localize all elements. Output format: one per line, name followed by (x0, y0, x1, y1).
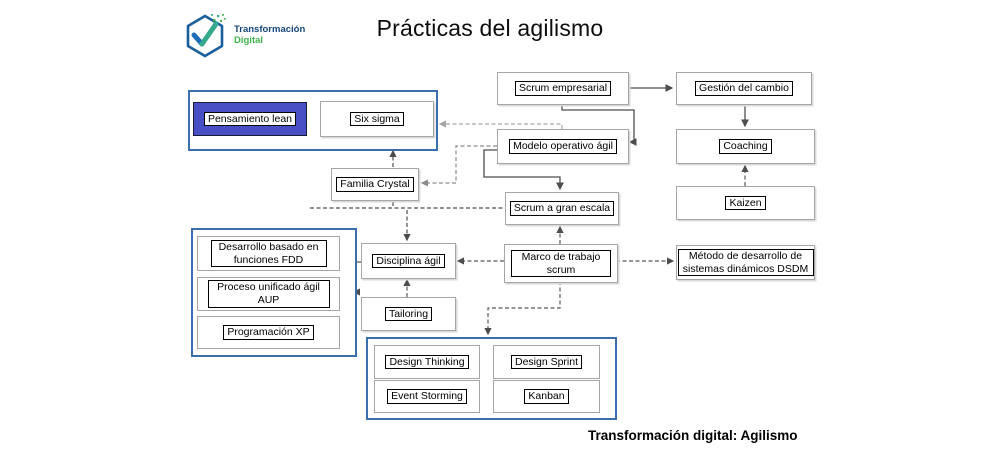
node-label: Proceso unificado ágil AUP (207, 280, 330, 308)
node-label: Tailoring (384, 306, 433, 322)
node-label: Scrum a gran escala (509, 201, 615, 216)
connector-modelo-leangroup (438, 120, 563, 129)
node-gestion-del-cambio: Gestión del cambio (676, 72, 812, 105)
logo-confetti-dots (211, 14, 226, 25)
connector-scrumempresarial-modelo (561, 103, 637, 146)
node-programacion-xp: Programación XP (197, 316, 340, 349)
node-label: Marco de trabajo scrum (511, 249, 611, 278)
node-design-sprint: Design Sprint (493, 345, 600, 379)
node-label: Design Thinking (385, 354, 469, 370)
node-modelo-operativo-agil: Modelo operativo ágil (497, 129, 629, 164)
node-scrum-a-gran-escala: Scrum a gran escala (505, 192, 619, 225)
node-fdd: Desarrollo basado en funciones FDD (197, 236, 340, 271)
node-disciplina-agil: Disciplina ágil (361, 243, 456, 279)
node-label: Design Sprint (510, 354, 583, 370)
node-label: Gestión del cambio (695, 81, 793, 96)
node-label: Familia Crystal (336, 177, 414, 192)
logo-line2: Digital (234, 35, 264, 46)
node-label: Pensamiento lean (203, 111, 297, 127)
node-kanban: Kanban (493, 380, 600, 413)
node-event-storming: Event Storming (374, 380, 480, 413)
node-design-thinking: Design Thinking (374, 345, 480, 379)
node-aup: Proceso unificado ágil AUP (197, 277, 340, 311)
node-familia-crystal: Familia Crystal (331, 168, 419, 201)
node-label: Kaizen (725, 195, 766, 211)
connector-modelo-scrumgranescala (483, 149, 564, 191)
node-label: Desarrollo basado en funciones FDD (210, 239, 327, 268)
node-label: Modelo operativo ágil (509, 139, 617, 154)
node-label: Coaching (719, 139, 772, 154)
node-label: Disciplina ágil (372, 253, 445, 269)
node-label: Event Storming (387, 389, 467, 404)
footer-caption: Transformación digital: Agilismo (588, 428, 798, 443)
node-kaizen: Kaizen (676, 186, 815, 220)
node-label: Six sigma (350, 111, 404, 127)
node-coaching: Coaching (676, 129, 815, 164)
page-title: Prácticas del agilismo (376, 15, 604, 41)
connector-marco-designgroup (484, 281, 561, 336)
node-label: Scrum empresarial (514, 81, 612, 96)
logo-line1: Transformación (234, 24, 306, 35)
node-scrum-empresarial: Scrum empresarial (497, 72, 629, 105)
node-pensamiento-lean: Pensamiento lean (193, 102, 307, 136)
node-marco-de-trabajo-scrum: Marco de trabajo scrum (504, 244, 618, 283)
node-label: Programación XP (223, 325, 314, 340)
node-label: Método de desarrollo de sistemas dinámic… (677, 248, 814, 277)
node-tailoring: Tailoring (361, 297, 456, 331)
connector-modelo-familiacrystal (420, 145, 497, 187)
transformacion-digital-logo: Transformación Digital (183, 11, 305, 59)
logo-text: Transformación Digital (234, 24, 305, 46)
node-six-sigma: Six sigma (320, 101, 434, 137)
node-label: Kanban (524, 389, 569, 404)
hexagon-check-logo-icon (186, 14, 226, 58)
node-dsdm: Método de desarrollo de sistemas dinámic… (676, 245, 815, 280)
